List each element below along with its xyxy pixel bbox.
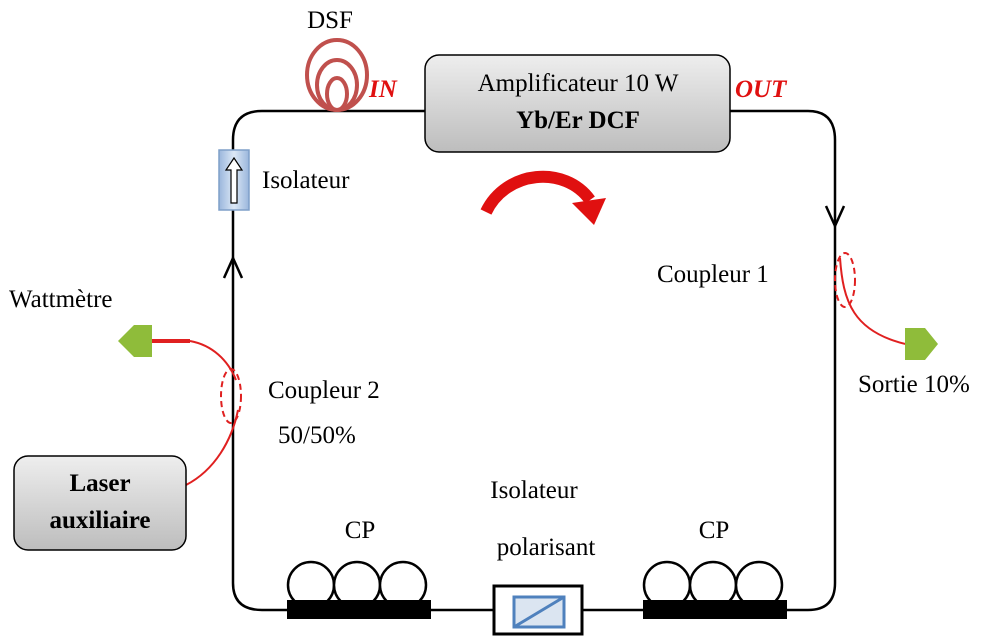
fiber-direction-arrow-right <box>824 205 846 230</box>
polarizing-isolator-icon <box>492 584 584 636</box>
amp-input-label: IN <box>368 76 398 103</box>
coupler1-label: Coupleur 1 <box>657 261 769 288</box>
wattmetre-connector-icon <box>118 325 152 357</box>
polarization-controller-right <box>642 560 787 619</box>
aux-laser-label-line2: auxiliaire <box>50 507 151 534</box>
circulation-direction-arrow-icon <box>480 170 606 225</box>
wattmetre-label: Wattmètre <box>9 286 113 313</box>
isolator-icon <box>218 149 250 211</box>
coupler1-output-fiber <box>839 257 911 346</box>
aux-laser-label-line1: Laser <box>69 470 130 497</box>
wattmetre-fiber <box>189 340 237 381</box>
aux-laser-box: Laser auxiliaire <box>13 455 187 551</box>
sortie-label: Sortie 10% <box>858 371 970 398</box>
polarization-controller-left <box>286 560 431 619</box>
coupler1-marker <box>834 252 856 308</box>
amplifier-label-line2: Yb/Er DCF <box>516 107 640 134</box>
polarizing-isolator-label-line1: Isolateur <box>490 477 578 504</box>
polarizing-isolator-label-line2: polarisant <box>497 534 596 561</box>
amp-output-label: OUT <box>735 76 788 103</box>
coupler2-marker <box>220 368 242 424</box>
amplifier-box: Amplificateur 10 W Yb/Er DCF <box>424 54 731 153</box>
dsf-coil-icon <box>305 38 369 112</box>
isolator-label: Isolateur <box>262 167 350 194</box>
fiber-direction-arrow-left <box>222 254 244 279</box>
sortie-connector-icon <box>905 328 938 360</box>
coupler2-label-line2: 50/50% <box>278 422 356 449</box>
coupler2-label-line1: Coupleur 2 <box>268 377 380 404</box>
amplifier-label-line1: Amplificateur 10 W <box>478 70 679 97</box>
laser-fiber <box>185 409 239 486</box>
cp-right-label: CP <box>699 517 730 544</box>
dsf-label: DSF <box>307 7 353 34</box>
cp-left-label: CP <box>345 517 376 544</box>
